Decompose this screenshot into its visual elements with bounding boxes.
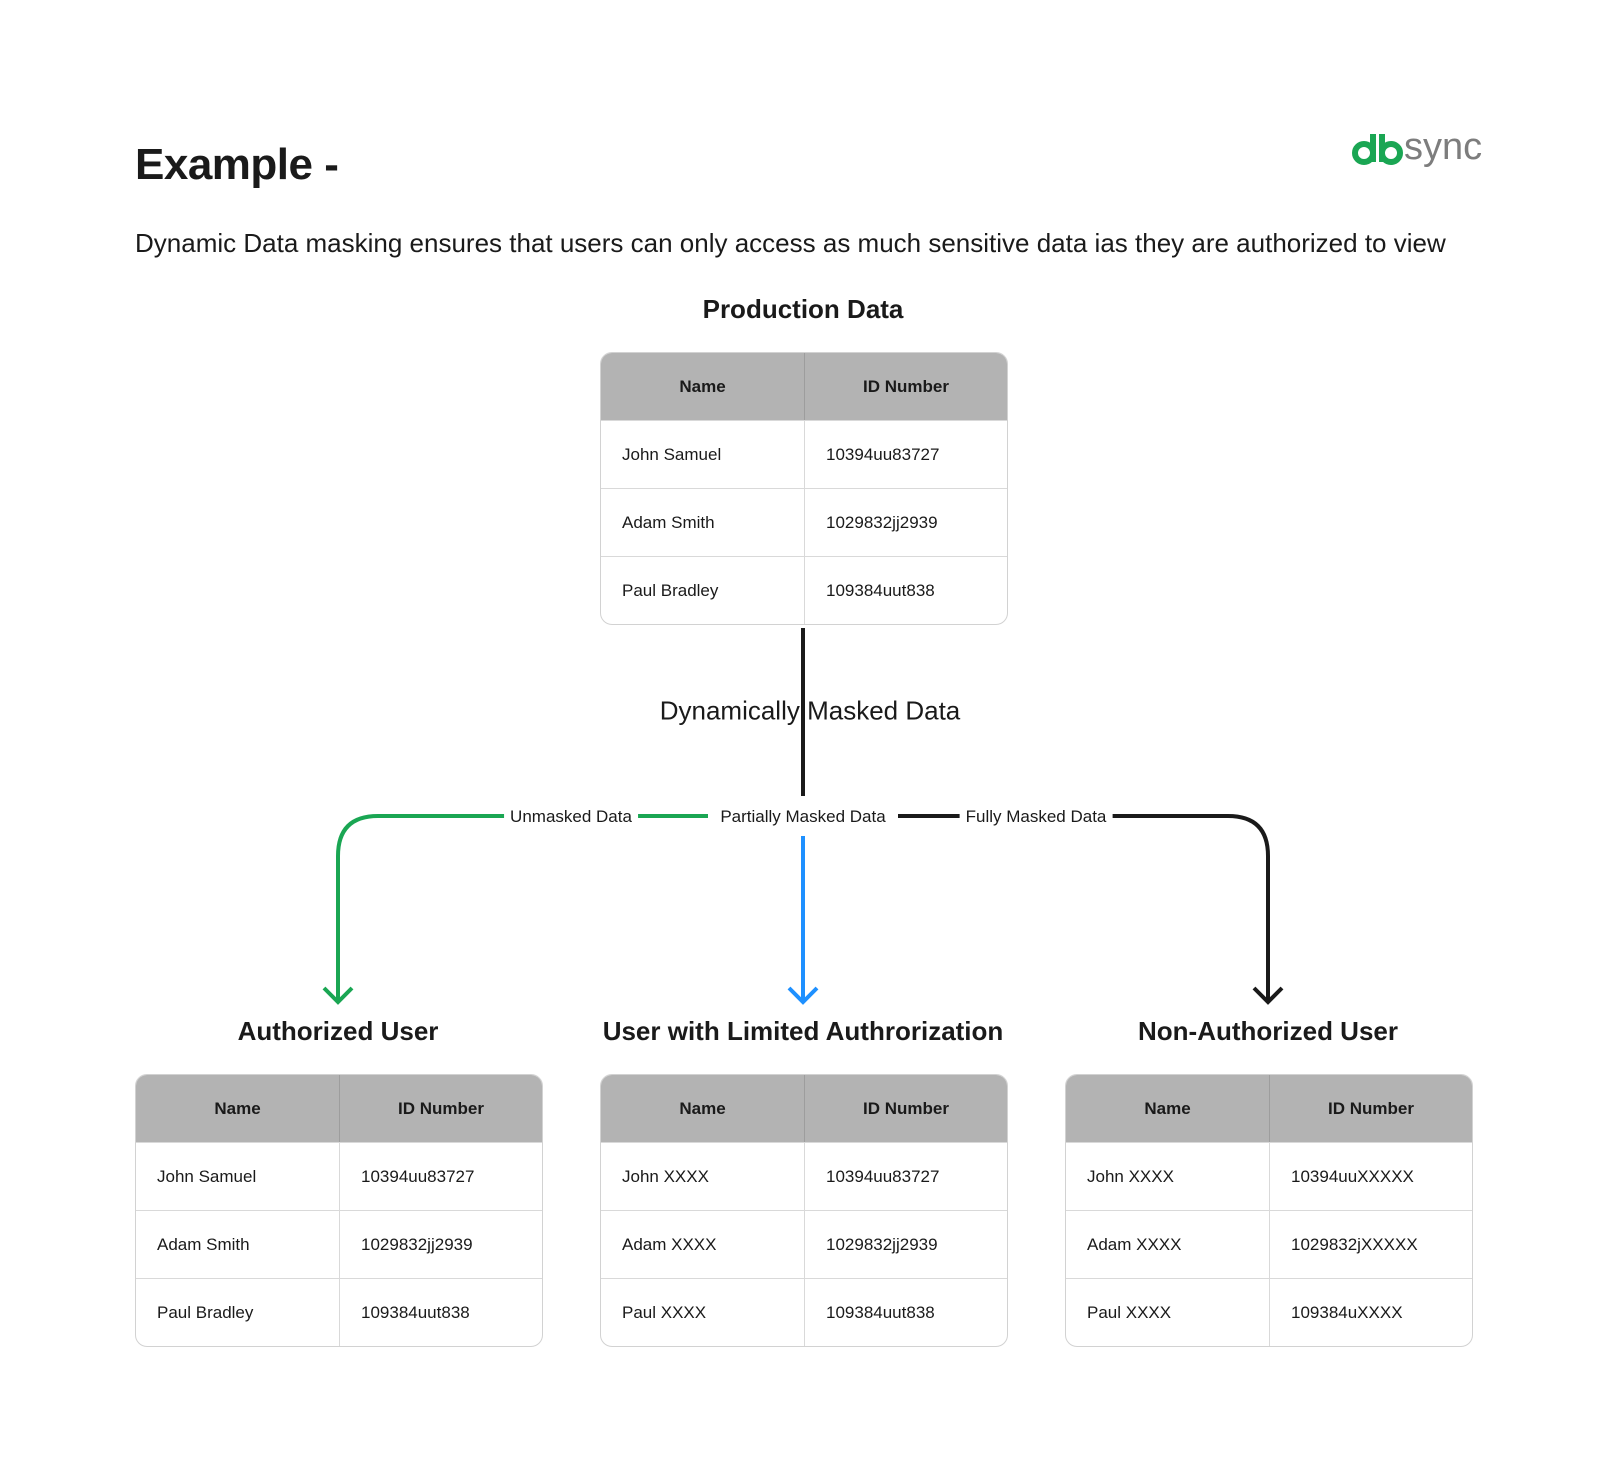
cell-id: 1029832jj2939	[804, 489, 1007, 556]
cell-id: 10394uu83727	[804, 421, 1007, 488]
cell-id: 1029832jj2939	[339, 1211, 542, 1278]
dbsync-logo-icon	[1352, 134, 1403, 165]
cell-name: Adam Smith	[622, 512, 715, 532]
logo-wordmark: sync	[1404, 126, 1483, 168]
table-row: Adam XXXX 1029832jXXXXX	[1066, 1210, 1472, 1278]
table-header: Name ID Number	[136, 1075, 542, 1142]
column-header-name: Name	[679, 1098, 726, 1118]
table-header: Name ID Number	[601, 1075, 1007, 1142]
cell-name: Paul XXXX	[1087, 1302, 1172, 1322]
partial-arrowhead-icon	[787, 986, 819, 1005]
cell-name: Adam Smith	[157, 1234, 250, 1254]
table-row: John Samuel 10394uu83727	[136, 1142, 542, 1210]
cell-name: Adam XXXX	[622, 1234, 717, 1254]
full-arrowhead-icon	[1252, 986, 1284, 1005]
column-header-name: Name	[679, 376, 726, 396]
table-row: John XXXX 10394uu83727	[601, 1142, 1007, 1210]
table-header: Name ID Number	[601, 353, 1007, 420]
cell-id: 1029832jj2939	[804, 1211, 1007, 1278]
cell-name: John XXXX	[622, 1166, 709, 1186]
cell-name: John Samuel	[622, 444, 722, 464]
authorized-table: Name ID Number John Samuel 10394uu83727 …	[135, 1074, 543, 1347]
cell-id: 109384uXXXX	[1269, 1279, 1472, 1346]
column-header-id: ID Number	[804, 353, 1007, 420]
production-table: Name ID Number John Samuel 10394uu83727 …	[600, 352, 1008, 625]
column-header-id: ID Number	[1269, 1075, 1472, 1142]
page-title: Example -	[135, 140, 339, 189]
cell-name: Paul XXXX	[622, 1302, 707, 1322]
table-row: Paul Bradley 109384uut838	[601, 556, 1007, 624]
full-branch	[898, 814, 1270, 1002]
cell-name: John XXXX	[1087, 1166, 1174, 1186]
table-row: Paul Bradley 109384uut838	[136, 1278, 542, 1346]
column-header-name: Name	[1144, 1098, 1191, 1118]
cell-name: Paul Bradley	[157, 1302, 254, 1322]
table-row: John Samuel 10394uu83727	[601, 420, 1007, 488]
limited-title: User with Limited Authrorization	[602, 1016, 1004, 1046]
unmasked-label: Unmasked Data	[504, 807, 638, 827]
cell-id: 10394uu83727	[339, 1143, 542, 1210]
table-row: John XXXX 10394uuXXXXX	[1066, 1142, 1472, 1210]
nonauth-title: Non-Authorized User	[1138, 1016, 1398, 1046]
cell-id: 109384uut838	[339, 1279, 542, 1346]
cell-id: 109384uut838	[804, 557, 1007, 624]
column-header-id: ID Number	[339, 1075, 542, 1142]
cell-name: Adam XXXX	[1087, 1234, 1182, 1254]
cell-name: John Samuel	[157, 1166, 257, 1186]
column-header-name: Name	[214, 1098, 261, 1118]
cell-id: 109384uut838	[804, 1279, 1007, 1346]
cell-id: 1029832jXXXXX	[1269, 1211, 1472, 1278]
nonauth-table: Name ID Number John XXXX 10394uuXXXXX Ad…	[1065, 1074, 1473, 1347]
authorized-title: Authorized User	[237, 1016, 439, 1046]
limited-table: Name ID Number John XXXX 10394uu83727 Ad…	[600, 1074, 1008, 1347]
table-row: Adam Smith 1029832jj2939	[136, 1210, 542, 1278]
cell-id: 10394uuXXXXX	[1269, 1143, 1472, 1210]
table-header: Name ID Number	[1066, 1075, 1472, 1142]
dynamically-masked-label: Dynamically Masked Data	[659, 695, 961, 726]
cell-name: Paul Bradley	[622, 580, 719, 600]
table-row: Paul XXXX 109384uXXXX	[1066, 1278, 1472, 1346]
table-row: Adam XXXX 1029832jj2939	[601, 1210, 1007, 1278]
table-row: Adam Smith 1029832jj2939	[601, 488, 1007, 556]
cell-id: 10394uu83727	[804, 1143, 1007, 1210]
full-label: Fully Masked Data	[959, 807, 1113, 827]
table-row: Paul XXXX 109384uut838	[601, 1278, 1007, 1346]
partial-label: Partially Masked Data	[714, 807, 892, 827]
production-title: Production Data	[702, 294, 904, 324]
page-subtitle: Dynamic Data masking ensures that users …	[135, 228, 1446, 258]
unmasked-arrowhead-icon	[322, 986, 354, 1005]
column-header-id: ID Number	[804, 1075, 1007, 1142]
unmasked-branch	[336, 814, 708, 1002]
